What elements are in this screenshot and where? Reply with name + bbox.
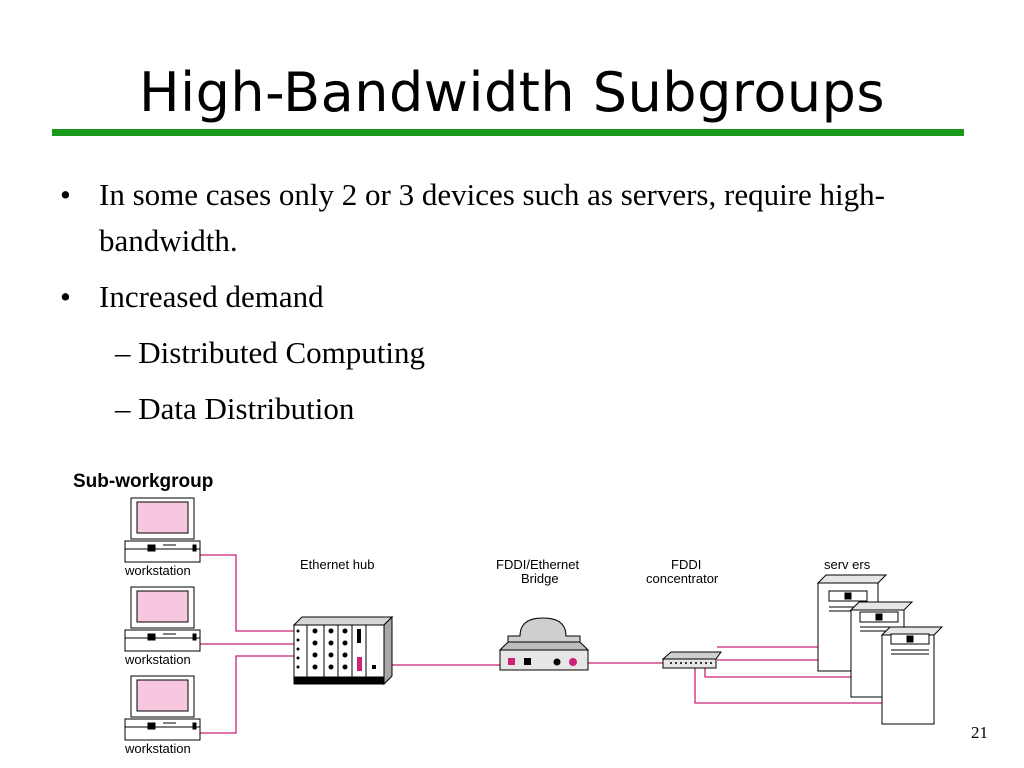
bullet-item: • In some cases only 2 or 3 devices such… <box>60 172 960 264</box>
bullet-text: In some cases only 2 or 3 devices such a… <box>99 177 885 258</box>
bullet-dot-icon: • <box>60 279 71 314</box>
server <box>880 626 944 725</box>
sub-bullet-item: – Data Distribution <box>115 391 355 426</box>
hub-label: Ethernet hub <box>300 557 374 572</box>
workstation <box>124 675 201 741</box>
bullet-dot-icon: • <box>60 177 71 212</box>
bridge-label: FDDI/Ethernet <box>496 557 579 572</box>
bullet-text: Increased demand <box>99 279 324 314</box>
fddi-ethernet-bridge <box>498 617 590 671</box>
workstation <box>124 586 201 652</box>
page-number: 21 <box>971 723 988 742</box>
workstation-label: workstation <box>124 563 191 578</box>
bullet-list: • In some cases only 2 or 3 devices such… <box>60 172 960 432</box>
workstation-label: workstation <box>124 652 191 667</box>
network-diagram: Sub-workgroup workstation workstation <box>73 471 944 756</box>
sub-bullet-item: – Distributed Computing <box>115 335 425 370</box>
workstation <box>124 497 201 563</box>
fddi-concentrator <box>661 651 722 669</box>
diagram-heading: Sub-workgroup <box>73 471 213 492</box>
servers-label: serv ers <box>824 557 871 572</box>
title-divider <box>52 129 964 136</box>
ethernet-hub <box>292 615 394 686</box>
concentrator-label: concentrator <box>646 571 719 586</box>
bullet-item: • Increased demand <box>60 274 960 320</box>
concentrator-label: FDDI <box>671 557 701 572</box>
bridge-label: Bridge <box>521 571 559 586</box>
workstation-label: workstation <box>124 741 191 756</box>
slide-title: High-Bandwidth Subgroups <box>138 61 886 124</box>
